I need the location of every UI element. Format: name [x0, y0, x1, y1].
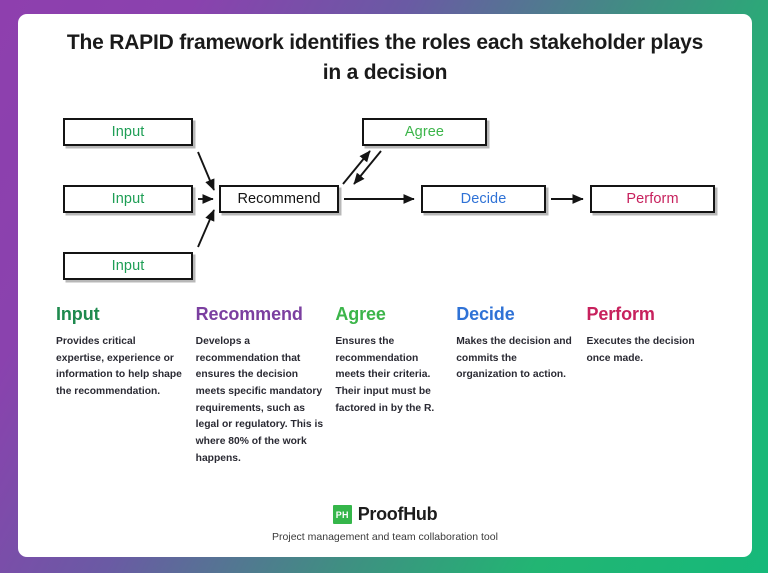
legend-column-input: Input Provides critical expertise, exper… — [56, 304, 196, 467]
legend-title-decide: Decide — [456, 304, 515, 324]
legend-body-agree: Ensures the recommendation meets their c… — [335, 336, 435, 414]
node-label: Decide — [460, 191, 507, 207]
node-perform[interactable]: Perform — [590, 185, 715, 213]
node-label: Agree — [404, 124, 445, 140]
node-decide[interactable]: Decide — [421, 185, 546, 213]
legend-column-recommend: Recommend Develops a recommendation that… — [196, 304, 336, 467]
node-label: Recommend — [237, 191, 321, 207]
edge-input1-recommend — [197, 151, 215, 191]
node-input-3[interactable]: Input — [63, 252, 193, 280]
legend-column-decide: Decide Makes the decision and commits th… — [456, 304, 586, 467]
edge-agree-recommend — [353, 150, 382, 185]
proofhub-logo-text: ProofHub — [357, 504, 438, 524]
node-label: Perform — [626, 191, 679, 207]
legend-title-recommend: Recommend — [195, 304, 303, 324]
footer-tagline: Project management and team collaboratio… — [272, 531, 498, 543]
legend-column-perform: Perform Executes the decision once made. — [586, 304, 728, 467]
content-card: The RAPID framework identifies the roles… — [18, 14, 752, 557]
node-input-2[interactable]: Input — [63, 185, 193, 213]
rapid-flow-diagram: Input Input Input Recommend Agree Decide… — [18, 100, 751, 285]
edge-input3-recommend — [197, 209, 215, 248]
node-agree[interactable]: Agree — [362, 118, 487, 146]
node-recommend[interactable]: Recommend — [219, 185, 339, 213]
edge-recommend-agree — [342, 150, 371, 185]
legend-body-decide: Makes the decision and commits the organ… — [456, 336, 572, 381]
legend-column-agree: Agree Ensures the recommendation meets t… — [335, 304, 456, 467]
proofhub-logo[interactable]: PH ProofHub — [18, 504, 752, 525]
proofhub-logo-mark-icon: PH — [332, 505, 352, 524]
legend-title-perform: Perform — [586, 304, 655, 324]
node-label: Input — [111, 191, 145, 207]
footer: PH ProofHub Project management and team … — [18, 504, 752, 543]
legend-body-recommend: Develops a recommendation that ensures t… — [195, 336, 324, 464]
legend-title-agree: Agree — [335, 304, 386, 324]
legend-body-perform: Executes the decision once made. — [586, 336, 695, 364]
legend-body-input: Provides critical expertise, experience … — [56, 336, 182, 398]
legend-title-input: Input — [56, 304, 100, 324]
node-label: Input — [111, 124, 145, 140]
role-legend: Input Provides critical expertise, exper… — [56, 304, 728, 467]
node-input-1[interactable]: Input — [63, 118, 193, 146]
node-label: Input — [111, 258, 145, 274]
page-title: The RAPID framework identifies the roles… — [66, 31, 704, 84]
